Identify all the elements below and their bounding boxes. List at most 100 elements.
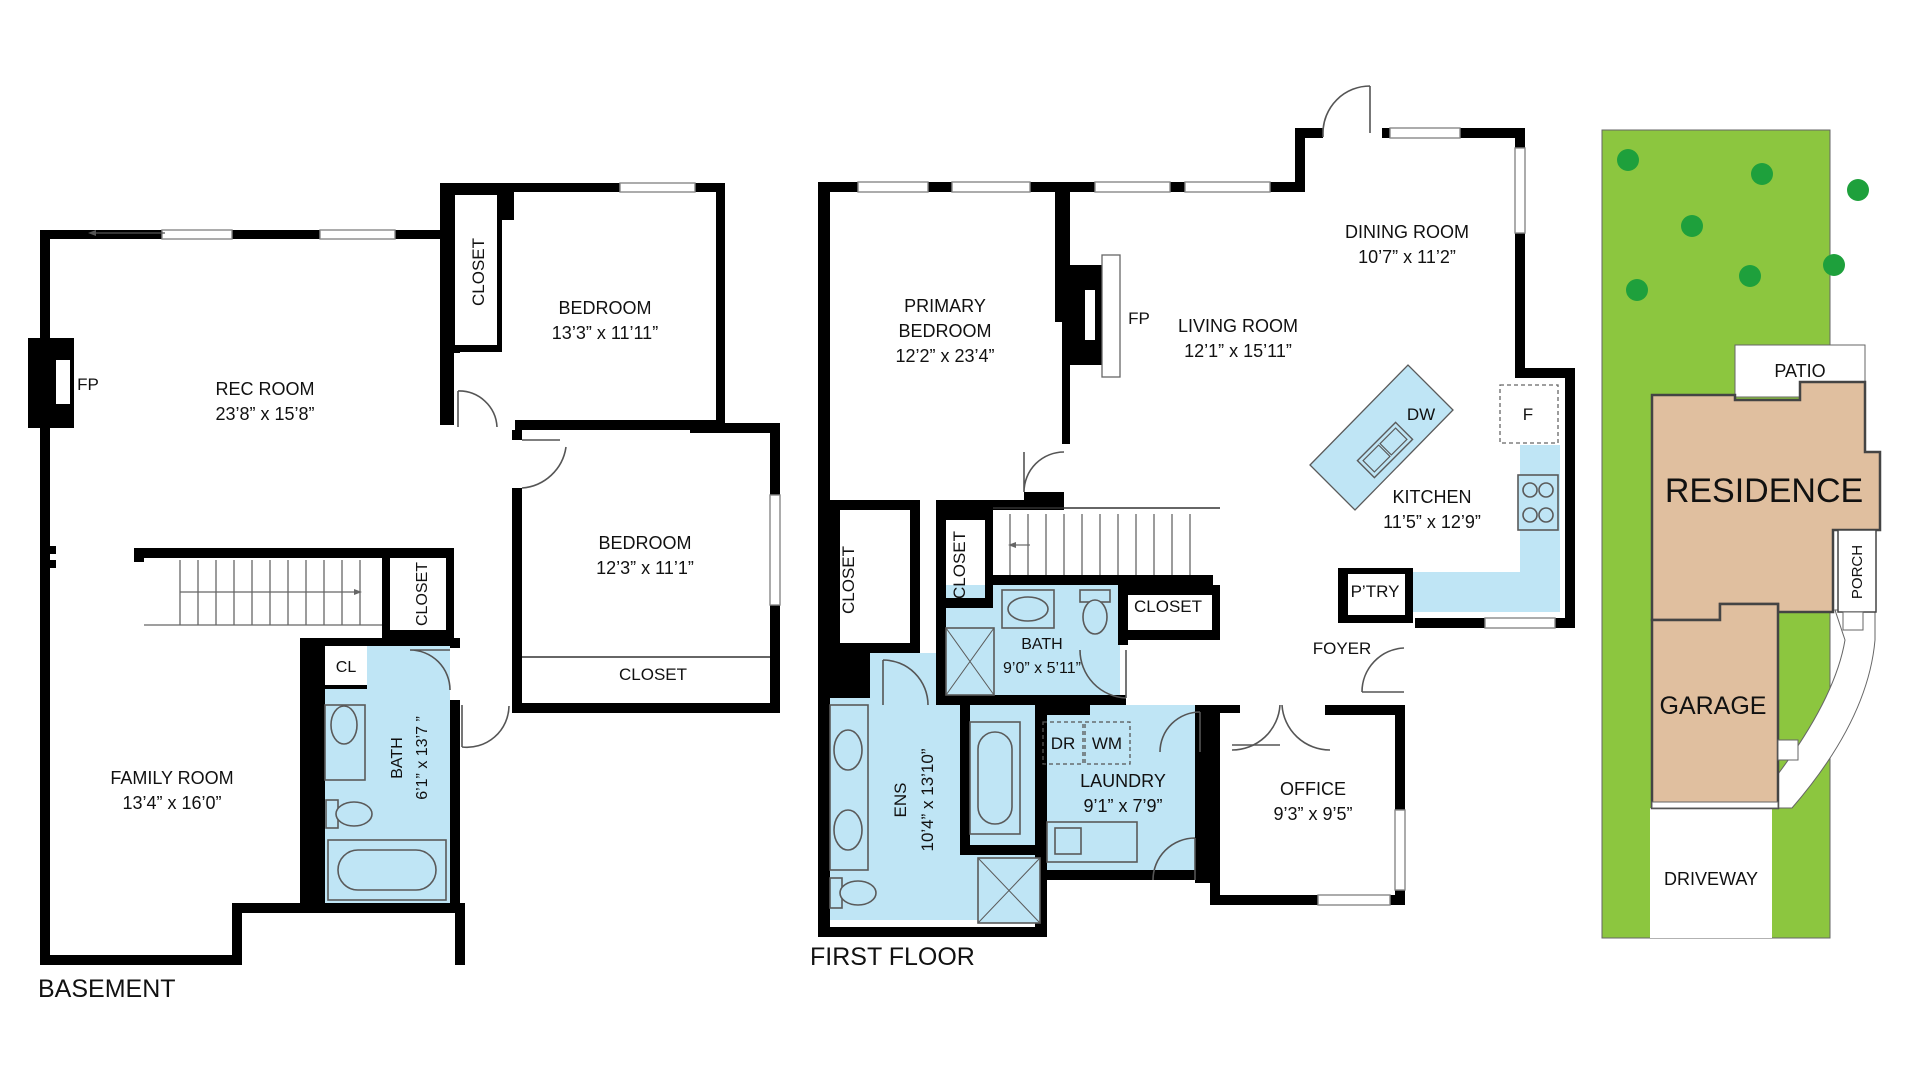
wall xyxy=(512,430,522,440)
wall xyxy=(960,835,970,855)
wall-mark xyxy=(50,546,56,554)
wall xyxy=(1295,128,1323,138)
wall xyxy=(300,638,460,646)
closet-label: CLOSET xyxy=(619,665,687,684)
wall xyxy=(502,192,514,220)
washer-label: WM xyxy=(1092,734,1122,753)
burner xyxy=(1538,507,1554,523)
door-swing xyxy=(1231,704,1281,751)
wall xyxy=(818,182,1063,192)
foyer-label: FOYER xyxy=(1313,639,1372,658)
wall xyxy=(818,927,1043,937)
wall xyxy=(512,488,522,713)
site-plan: PATIO RESIDENCE PORCH GARAGE DRIVEWAY xyxy=(1601,129,1882,939)
hearth xyxy=(1101,254,1121,378)
bedroom-b-name: BEDROOM xyxy=(598,533,691,553)
wall xyxy=(910,500,920,653)
tree xyxy=(1751,163,1773,185)
wall xyxy=(1210,705,1220,905)
cl-label: CL xyxy=(336,659,357,676)
wall xyxy=(512,703,780,713)
garage-label: GARAGE xyxy=(1660,692,1767,720)
fireplace-firebox xyxy=(56,360,70,404)
window xyxy=(1389,127,1461,139)
primary-bedroom-size: 12’2” x 23’4” xyxy=(895,346,994,366)
kitchen-size: 11’5” x 12’9” xyxy=(1383,512,1481,532)
window xyxy=(1317,894,1391,906)
burner xyxy=(1522,507,1538,523)
wall xyxy=(830,510,840,653)
wall xyxy=(1055,182,1064,322)
wall xyxy=(1395,705,1405,905)
window xyxy=(1484,617,1556,629)
door-swing xyxy=(521,439,567,489)
pantry-label: P’TRY xyxy=(1351,582,1400,601)
wall xyxy=(690,423,780,433)
dryer xyxy=(1042,721,1084,765)
window xyxy=(951,181,1031,193)
window xyxy=(769,494,781,606)
bathtub-basin xyxy=(337,849,437,891)
wall xyxy=(232,903,465,913)
closet-label: CLOSET xyxy=(1134,597,1202,616)
tree xyxy=(1823,254,1845,276)
dining-room-size: 10’7” x 11’2” xyxy=(1358,247,1456,267)
primary-bedroom-name: PRIMARY xyxy=(904,296,986,316)
basement-plan: FP REC ROOM 23’8” x 15’8” CLOSET BEDROOM… xyxy=(28,182,781,1003)
wall xyxy=(818,182,830,937)
wall xyxy=(830,653,870,698)
porch-steps xyxy=(1842,611,1864,631)
toilet-bowl xyxy=(839,880,877,906)
toilet-bowl xyxy=(335,801,373,827)
bath-name: BATH xyxy=(1021,636,1062,653)
laundry-sink xyxy=(1054,827,1082,855)
wall xyxy=(1040,705,1090,715)
ens-size: 10’4” x 13’10” xyxy=(918,748,937,851)
wall xyxy=(936,695,1126,705)
garage-side-door xyxy=(1777,739,1799,761)
door-swing xyxy=(1023,451,1065,493)
closet-label: CLOSET xyxy=(469,238,488,306)
washer xyxy=(1084,721,1131,765)
door-swing xyxy=(1152,837,1196,881)
office-name: OFFICE xyxy=(1280,779,1346,799)
wall xyxy=(1062,192,1070,444)
island-outline xyxy=(1309,364,1454,511)
wall xyxy=(40,230,445,239)
wall xyxy=(1295,128,1305,192)
sink xyxy=(833,809,863,851)
wall xyxy=(993,575,1213,585)
door-swing xyxy=(1361,647,1405,693)
wall xyxy=(985,510,993,608)
ens-name: ENS xyxy=(891,783,910,818)
garage-door-strip xyxy=(1651,801,1779,809)
wall xyxy=(440,183,725,192)
laundry-name: LAUNDRY xyxy=(1080,771,1166,791)
living-room-name: LIVING ROOM xyxy=(1178,316,1298,336)
tree xyxy=(1739,265,1761,287)
wall xyxy=(1325,705,1405,715)
door-swing xyxy=(1079,649,1127,699)
burner xyxy=(1538,482,1554,498)
bedroom-a-name: BEDROOM xyxy=(558,298,651,318)
bath-size: 6’1” x 13’7 ” xyxy=(414,716,431,800)
living-room-size: 12’1” x 15’11” xyxy=(1184,341,1292,361)
fridge-label: F xyxy=(1523,405,1533,424)
window xyxy=(619,182,696,193)
wall xyxy=(830,500,918,510)
driveway xyxy=(1650,808,1772,938)
burner xyxy=(1522,482,1538,498)
door-swing xyxy=(1322,85,1371,137)
window xyxy=(1184,181,1271,193)
primary-bedroom-name-2: BEDROOM xyxy=(898,321,991,341)
wall xyxy=(1118,585,1128,645)
office-size: 9’3” x 9’5” xyxy=(1273,804,1352,824)
window xyxy=(161,229,233,240)
closet-label: CLOSET xyxy=(950,531,969,599)
basement-title: BASEMENT xyxy=(38,975,176,1003)
door-swing xyxy=(457,390,498,428)
wall xyxy=(970,845,1047,855)
wall xyxy=(450,700,460,906)
wall xyxy=(946,510,990,520)
